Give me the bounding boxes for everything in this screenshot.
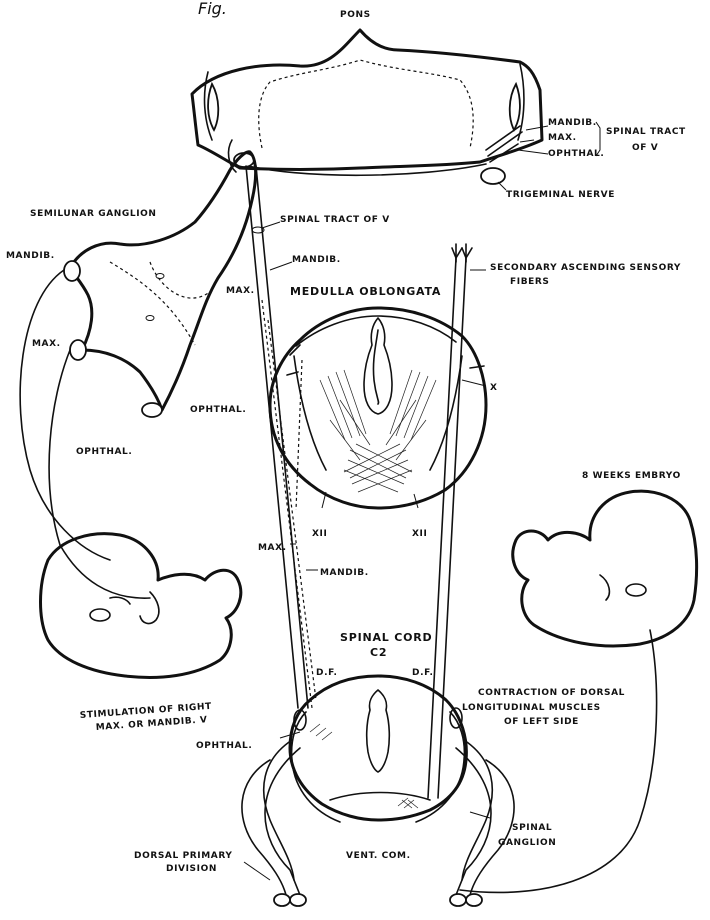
- right-embryo-outline: [513, 491, 697, 646]
- left-embryo-outline: [41, 534, 241, 678]
- left-embryo: [20, 270, 241, 677]
- spinal-cord-central-canal: [367, 690, 390, 772]
- medulla-fibre-hatching: [320, 370, 436, 492]
- semilunar-ganglion: [64, 140, 256, 417]
- label-dorsal-primary-1: DORSAL PRIMARY: [134, 851, 233, 861]
- ptr-spinal-ganglion: [470, 812, 490, 818]
- right-embryo-arm: [600, 575, 609, 600]
- tract-dashed-1: [262, 300, 312, 708]
- medulla-outline: [270, 308, 486, 508]
- ptr-dorsal-primary: [244, 862, 270, 880]
- pons-outline: [192, 30, 542, 170]
- left-root-stump-2: [274, 894, 290, 906]
- label-8-weeks-embryo: 8 WEEKS EMBRYO: [582, 471, 681, 481]
- ganglion-dashed-2: [150, 262, 212, 298]
- label-ophthal-right: OPHTHAL.: [548, 149, 604, 159]
- diagram-labels: Fig. PONS MANDIB. MAX. OPHTHAL. SPINAL T…: [6, 0, 686, 874]
- spinal-tract-root-lines: [486, 126, 522, 162]
- mandib-nerve-to-embryo: [20, 270, 110, 560]
- label-pons: PONS: [340, 10, 371, 20]
- left-root-stump-1: [290, 894, 306, 906]
- label-ophthal-medulla: OPHTHAL.: [190, 405, 246, 415]
- ganglion-outline: [70, 152, 256, 410]
- ganglion-mandib-stump: [64, 261, 80, 281]
- label-x-nerve: X: [490, 383, 498, 393]
- spinal-cord-left-inner: [292, 712, 340, 822]
- left-embryo-mouth: [110, 597, 130, 604]
- pons-left-lobe: [208, 84, 218, 130]
- label-ophthal-cord: OPHTHAL.: [196, 741, 252, 751]
- label-mandib-right: MANDIB.: [548, 118, 597, 128]
- label-df-right: D.F.: [412, 668, 434, 678]
- label-vent-com: VENT. COM.: [346, 851, 411, 861]
- ptr-mandib-center: [270, 262, 292, 270]
- ascending-arrow-2: [462, 248, 472, 258]
- spinal-tract-v-line-1: [246, 166, 298, 708]
- right-root-stump-1: [450, 894, 466, 906]
- label-trigeminal-nerve: TRIGEMINAL NERVE: [506, 190, 615, 200]
- ventral-commissure: [330, 793, 430, 801]
- ventral-commissure-crossing: [398, 798, 418, 808]
- trigeminal-nerve-root: [481, 168, 505, 184]
- ptr-trigeminal: [498, 182, 506, 190]
- max-nerve-to-embryo: [49, 350, 150, 598]
- label-spinal-tract-right-1: SPINAL TRACT: [606, 127, 686, 137]
- pons-section: [192, 30, 542, 184]
- ganglion-max-stump: [70, 340, 86, 360]
- ganglion-ophthal-stump: [142, 403, 162, 417]
- label-secondary-ascending-1: SECONDARY ASCENDING SENSORY: [490, 263, 681, 273]
- medulla-median: [373, 330, 378, 404]
- label-spinal-ganglion-1: SPINAL: [512, 823, 552, 833]
- label-contraction-1: CONTRACTION OF DORSAL: [478, 688, 625, 698]
- ganglion-cell-1: [146, 316, 154, 321]
- left-embryo-eye: [90, 609, 110, 621]
- label-ophthal-ganglion: OPHTHAL.: [76, 447, 132, 457]
- header-fragment: Fig.: [198, 0, 227, 18]
- label-contraction-2: LONGITUDINAL MUSCLES: [462, 703, 601, 713]
- ascending-arrow-1: [452, 248, 462, 258]
- medulla-x-root: [470, 366, 484, 368]
- label-mandib-ganglion: MANDIB.: [6, 251, 55, 261]
- descending-tracts: [246, 166, 316, 708]
- ganglion-cell-2: [156, 274, 164, 279]
- label-mandib-center-upper: MANDIB.: [292, 255, 341, 265]
- label-max-center-lower: MAX.: [258, 543, 287, 553]
- label-semilunar-ganglion: SEMILUNAR GANGLION: [30, 209, 157, 219]
- label-dorsal-primary-2: DIVISION: [166, 864, 217, 874]
- ophthal-terminals: [310, 724, 332, 740]
- ptr-spinal-tract-v: [262, 222, 280, 228]
- label-spinal-ganglion-2: GANGLION: [498, 838, 556, 848]
- ptr-max-right: [520, 140, 534, 142]
- label-secondary-ascending-2: FIBERS: [510, 277, 550, 287]
- label-spinal-cord: SPINAL CORD: [340, 631, 432, 644]
- ptr-ophthal-right: [518, 150, 548, 154]
- label-spinal-tract-of-v: SPINAL TRACT OF V: [280, 215, 390, 225]
- label-contraction-3: OF LEFT SIDE: [504, 717, 579, 727]
- spinal-tract-v-line-2: [256, 166, 308, 708]
- ganglion-dashed-1: [110, 262, 195, 345]
- pons-dashed-tract: [259, 60, 473, 148]
- label-c2: C2: [370, 646, 387, 659]
- right-root-stump-2: [466, 894, 482, 906]
- label-spinal-tract-right-2: OF V: [632, 143, 658, 153]
- label-xii-left: XII: [312, 529, 327, 539]
- label-max-right: MAX.: [548, 133, 577, 143]
- label-max-center-upper: MAX.: [226, 286, 255, 296]
- ptr-mandib-right: [526, 126, 548, 130]
- label-max-ganglion: MAX.: [32, 339, 61, 349]
- label-xii-right: XII: [412, 529, 427, 539]
- left-embryo-arm: [140, 592, 159, 623]
- medulla-oblongata: [270, 308, 486, 508]
- label-mandib-center-lower: MANDIB.: [320, 568, 369, 578]
- label-medulla-oblongata: MEDULLA OBLONGATA: [290, 285, 441, 298]
- pons-right-lobe: [510, 84, 520, 130]
- right-embryo-eye: [626, 584, 646, 596]
- label-df-left: D.F.: [316, 668, 338, 678]
